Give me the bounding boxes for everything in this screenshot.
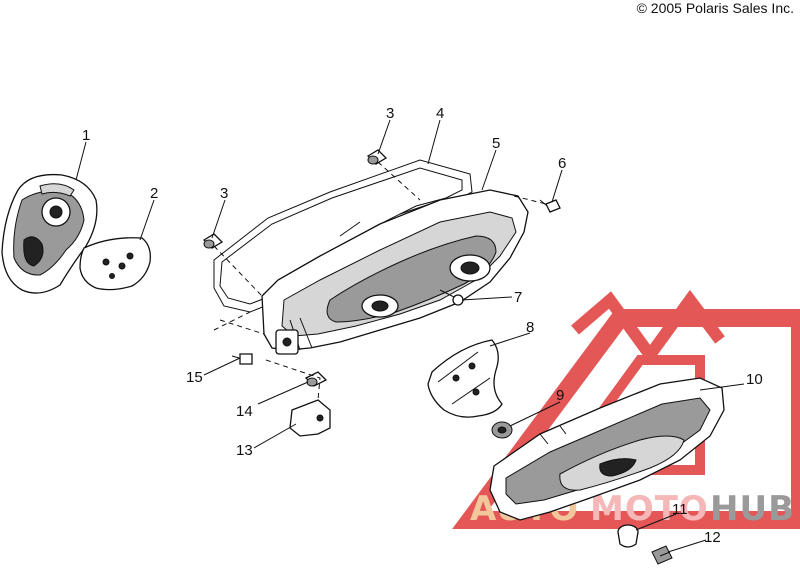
callout-4: 4 xyxy=(436,105,444,122)
leader-lines xyxy=(75,119,745,553)
copyright-notice: © 2005 Polaris Sales Inc. xyxy=(636,0,794,16)
part-3-dowel-top xyxy=(366,149,388,165)
part-9-bushing xyxy=(491,421,513,439)
part-12-screw xyxy=(651,545,673,565)
callout-13: 13 xyxy=(236,442,253,459)
watermark-word-moto: MOTO xyxy=(590,489,709,529)
part-1-inner-cover xyxy=(1,173,98,294)
part-15-bolt xyxy=(231,353,253,365)
part-8-bracket xyxy=(427,339,503,418)
callout-3-top: 3 xyxy=(386,105,394,122)
callout-10: 10 xyxy=(746,371,763,388)
callout-7: 7 xyxy=(514,289,522,306)
callout-12: 12 xyxy=(704,529,721,546)
part-5-crankcase-cover xyxy=(261,189,529,355)
callout-3-left: 3 xyxy=(220,185,228,202)
part-13-clip xyxy=(289,399,331,437)
callout-15: 15 xyxy=(186,369,203,386)
callout-1: 1 xyxy=(82,127,90,144)
callout-5: 5 xyxy=(492,135,500,152)
part-2-plate xyxy=(79,237,151,291)
part-6-bolt xyxy=(539,199,561,213)
callout-14: 14 xyxy=(236,403,253,420)
callout-6: 6 xyxy=(558,155,566,172)
assembly-guides xyxy=(213,161,547,401)
callout-2: 2 xyxy=(150,185,158,202)
callout-8: 8 xyxy=(526,319,534,336)
part-10-outer-cover xyxy=(489,377,725,521)
watermark-word-hub: HUB xyxy=(710,489,795,529)
callout-labels: 1 2 3 3 4 5 6 7 8 9 10 11 12 13 14 15 xyxy=(82,105,763,546)
callout-9: 9 xyxy=(556,387,564,404)
part-11-cap xyxy=(617,524,639,548)
part-3-dowel-left xyxy=(202,233,224,249)
callout-11: 11 xyxy=(672,501,688,518)
